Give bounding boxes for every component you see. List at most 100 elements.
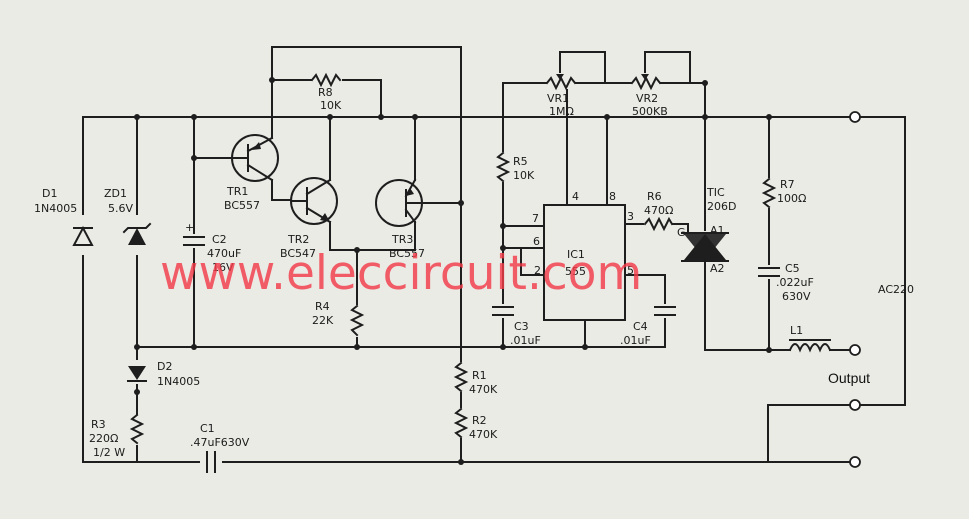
r6-ref-label: R6 [647, 190, 662, 203]
junction-dot [269, 77, 275, 83]
junction-dot [354, 247, 360, 253]
junction-dot [134, 114, 140, 120]
ic-pin3-label: 3 [627, 210, 634, 223]
junction-dot [500, 344, 506, 350]
c5-ref-label: C5 [785, 262, 800, 275]
vr1-value-label: 1MΩ [549, 105, 574, 118]
c1-value-label: .47uF630V [190, 436, 250, 449]
triac-tic206d [681, 232, 729, 262]
terminal-ac-bottom [849, 456, 861, 468]
r3-value-label: 220Ω [89, 432, 118, 445]
resistor-r7 [761, 177, 777, 209]
ic-pin8-label: 8 [609, 190, 616, 203]
ac-loop-wire [854, 116, 906, 406]
junction-dot [191, 155, 197, 161]
triac-ref-label: TIC [706, 186, 725, 199]
tr1-ref-label: TR1 [226, 185, 248, 198]
resistor-r4 [349, 304, 365, 337]
junction-dot [766, 114, 772, 120]
tr1-value-label: BC557 [224, 199, 260, 212]
resistor-r1 [453, 361, 469, 393]
junction-dot [191, 114, 197, 120]
r4-ref-label: R4 [315, 300, 330, 313]
ic-pin6-label: 6 [533, 235, 540, 248]
triac-a2-label: A2 [710, 262, 725, 275]
r5-value-label: 10K [513, 169, 535, 182]
junction-dot [134, 389, 140, 395]
diode-d1 [72, 215, 94, 255]
ic-pin4-label: 4 [572, 190, 579, 203]
r2-ref-label: R2 [472, 414, 487, 427]
terminal-output-2 [849, 399, 861, 411]
r3-rating-label: 1/2 W [93, 446, 125, 459]
potentiometer-vr1 [545, 74, 577, 91]
junction-dot [191, 344, 197, 350]
c3-ref-label: C3 [514, 320, 529, 333]
watermark-text: www.eleccircuit.com [160, 246, 642, 301]
tr3-value-label: BC557 [389, 247, 425, 260]
ic-pin2-label: 2 [534, 264, 541, 277]
junction-dot [412, 114, 418, 120]
r1-value-label: 470K [469, 383, 498, 396]
c2-value-label: 470uF [207, 247, 241, 260]
ic-pin7-label: 7 [532, 212, 539, 225]
capacitor-c3 [492, 304, 514, 318]
c5-value-label: .022uF [776, 276, 814, 289]
component-labels: D1 1N4005 ZD1 5.6V D2 1N4005 R3 220Ω 1/2… [34, 86, 914, 459]
resistor-r3 [129, 413, 145, 445]
ic-pin5-label: 5 [627, 264, 634, 277]
c2-rating-label: 16V [212, 261, 234, 274]
triac-value-label: 206D [707, 200, 736, 213]
junction-dot [766, 347, 772, 353]
ic-555-body [543, 204, 626, 321]
r5-ref-label: R5 [513, 155, 528, 168]
tr3-ref-label: TR3 [391, 233, 413, 246]
capacitor-c1 [200, 451, 222, 473]
zener-diode-zd1 [122, 215, 152, 255]
r1-ref-label: R1 [472, 369, 487, 382]
output-bottom-wire [767, 404, 856, 463]
d2-ref-label: D2 [157, 360, 172, 373]
junction-dot [327, 114, 333, 120]
c4-value-label: .01uF [620, 334, 651, 347]
r2-value-label: 470K [469, 428, 498, 441]
r3-ref-label: R3 [91, 418, 106, 431]
capacitor-c5 [758, 265, 780, 279]
vr1-wiper-wire [559, 51, 606, 84]
diode-d2 [127, 360, 147, 384]
c3-value-label: .01uF [510, 334, 541, 347]
c5-rating-label: 630V [782, 290, 811, 303]
junction-dot [134, 344, 140, 350]
junction-dot [604, 114, 610, 120]
potentiometer-vr2 [630, 74, 662, 91]
junction-dot [458, 200, 464, 206]
vr2-ref-label: VR2 [636, 92, 658, 105]
r8-value-label: 10K [320, 99, 342, 112]
c4-ref-label: C4 [633, 320, 648, 333]
junction-dot [500, 245, 506, 251]
d1-value-label: 1N4005 [34, 202, 77, 215]
r6-value-label: 470Ω [644, 204, 673, 217]
junction-dot [354, 344, 360, 350]
junction-dot [458, 459, 464, 465]
tr2-value-label: BC547 [280, 247, 316, 260]
c2-ref-label: C2 [212, 233, 227, 246]
d2-value-label: 1N4005 [157, 375, 200, 388]
capacitor-c4 [654, 304, 676, 318]
l1-ref-label: L1 [790, 324, 803, 337]
d1-ref-label: D1 [42, 187, 57, 200]
zd1-ref-label: ZD1 [104, 187, 127, 200]
ac220-label: AC220 [878, 283, 914, 296]
terminal-ac-top [849, 111, 861, 123]
inductor-l1 [788, 339, 832, 353]
resistor-r6 [643, 216, 674, 232]
junction-dot [500, 223, 506, 229]
vr2-value-label: 500KB [632, 105, 668, 118]
junction-dot [702, 80, 708, 86]
zd1-value-label: 5.6V [108, 202, 133, 215]
triac-a1-label: A1 [710, 224, 725, 237]
vr2-wiper-wire [644, 51, 691, 84]
terminals [849, 111, 861, 468]
resistor-r5 [495, 151, 511, 183]
